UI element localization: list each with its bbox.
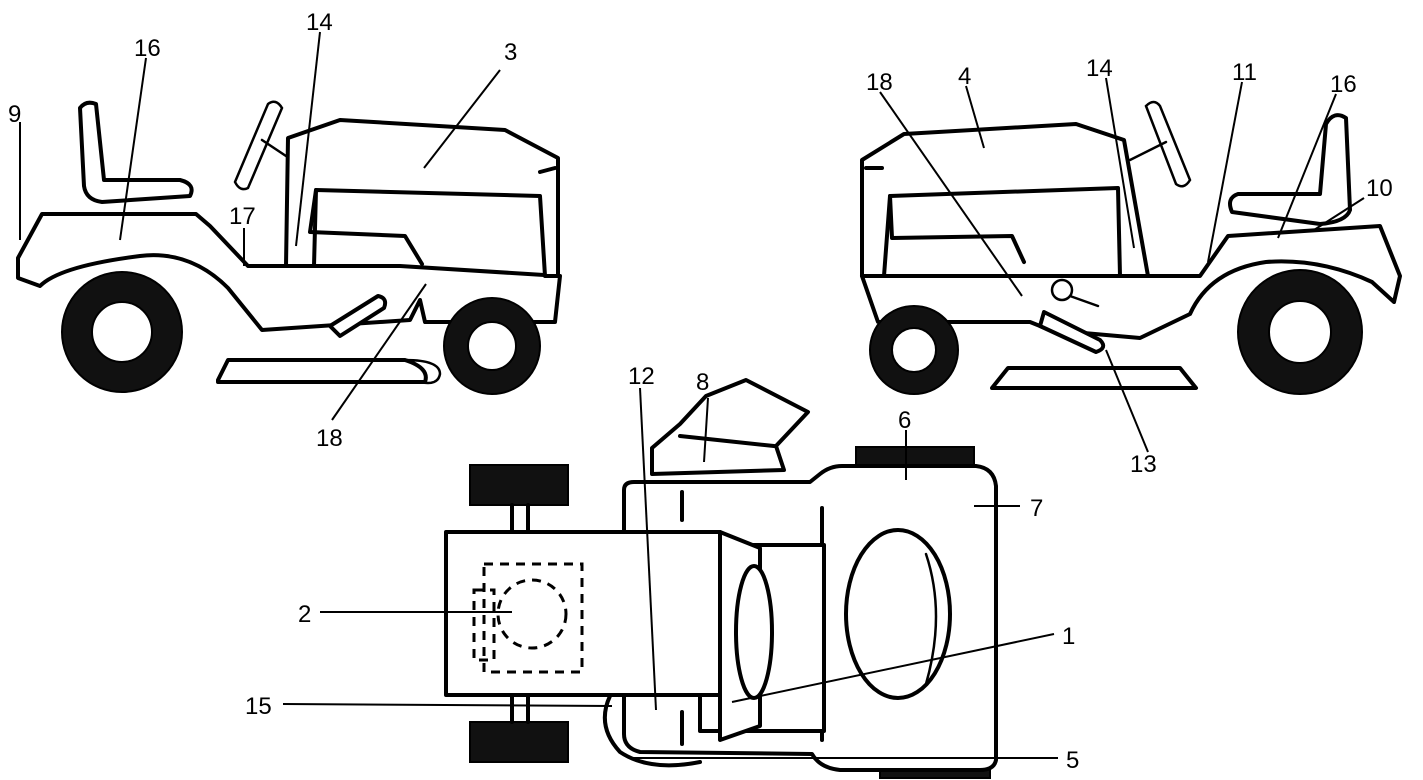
left-seat-back: [78, 100, 194, 204]
callout-14-right: 14: [1086, 55, 1113, 82]
right-steering-wheel: [1128, 100, 1192, 188]
callout-5: 5: [1066, 747, 1079, 774]
callout-14-left: 14: [306, 9, 333, 36]
left-steering-wheel: [233, 100, 294, 191]
right-body-fender: [860, 224, 1402, 340]
callout-1: 1: [1062, 623, 1075, 650]
callout-8: 8: [696, 369, 709, 396]
callout-11: 11: [1232, 59, 1257, 86]
discharge-chute: [650, 378, 810, 476]
callout-labels: 9 16 14 3 17 18 18 4 14 11 16 10 13 8 12…: [8, 9, 1393, 774]
leader-lines: [19, 31, 1365, 759]
callout-13: 13: [1130, 451, 1157, 478]
callout-16-left: 16: [134, 35, 161, 62]
right-hood: [860, 122, 1150, 278]
callout-9: 9: [8, 101, 21, 128]
key-icon: [1050, 278, 1074, 302]
left-mower-deck: [216, 358, 428, 384]
callout-6: 6: [898, 407, 911, 434]
left-pedal: [328, 294, 388, 338]
callout-2: 2: [298, 601, 311, 628]
top-front-tire-left: [855, 446, 975, 466]
callout-10: 10: [1366, 175, 1393, 202]
top-rear-tire-left: [469, 464, 569, 506]
right-seat-back: [1228, 113, 1352, 226]
callout-18-right: 18: [866, 69, 893, 96]
left-hood: [284, 118, 560, 278]
right-mower-deck: [990, 366, 1198, 390]
top-view: [444, 378, 998, 779]
right-side-view: [860, 100, 1402, 395]
callout-3: 3: [504, 39, 517, 66]
callout-7: 7: [1030, 495, 1043, 522]
callout-17: 17: [229, 203, 256, 230]
callout-4: 4: [958, 63, 971, 90]
right-pedal: [1038, 310, 1106, 354]
callout-16-right: 16: [1330, 71, 1357, 98]
callout-15: 15: [245, 693, 272, 720]
callout-12: 12: [628, 363, 655, 390]
callout-18-left: 18: [316, 425, 343, 452]
left-hood-side: [308, 166, 557, 266]
top-seat: [844, 528, 952, 700]
left-body-fender: [16, 212, 562, 332]
left-side-view: [16, 100, 562, 395]
top-rear-tire-right: [469, 721, 569, 763]
